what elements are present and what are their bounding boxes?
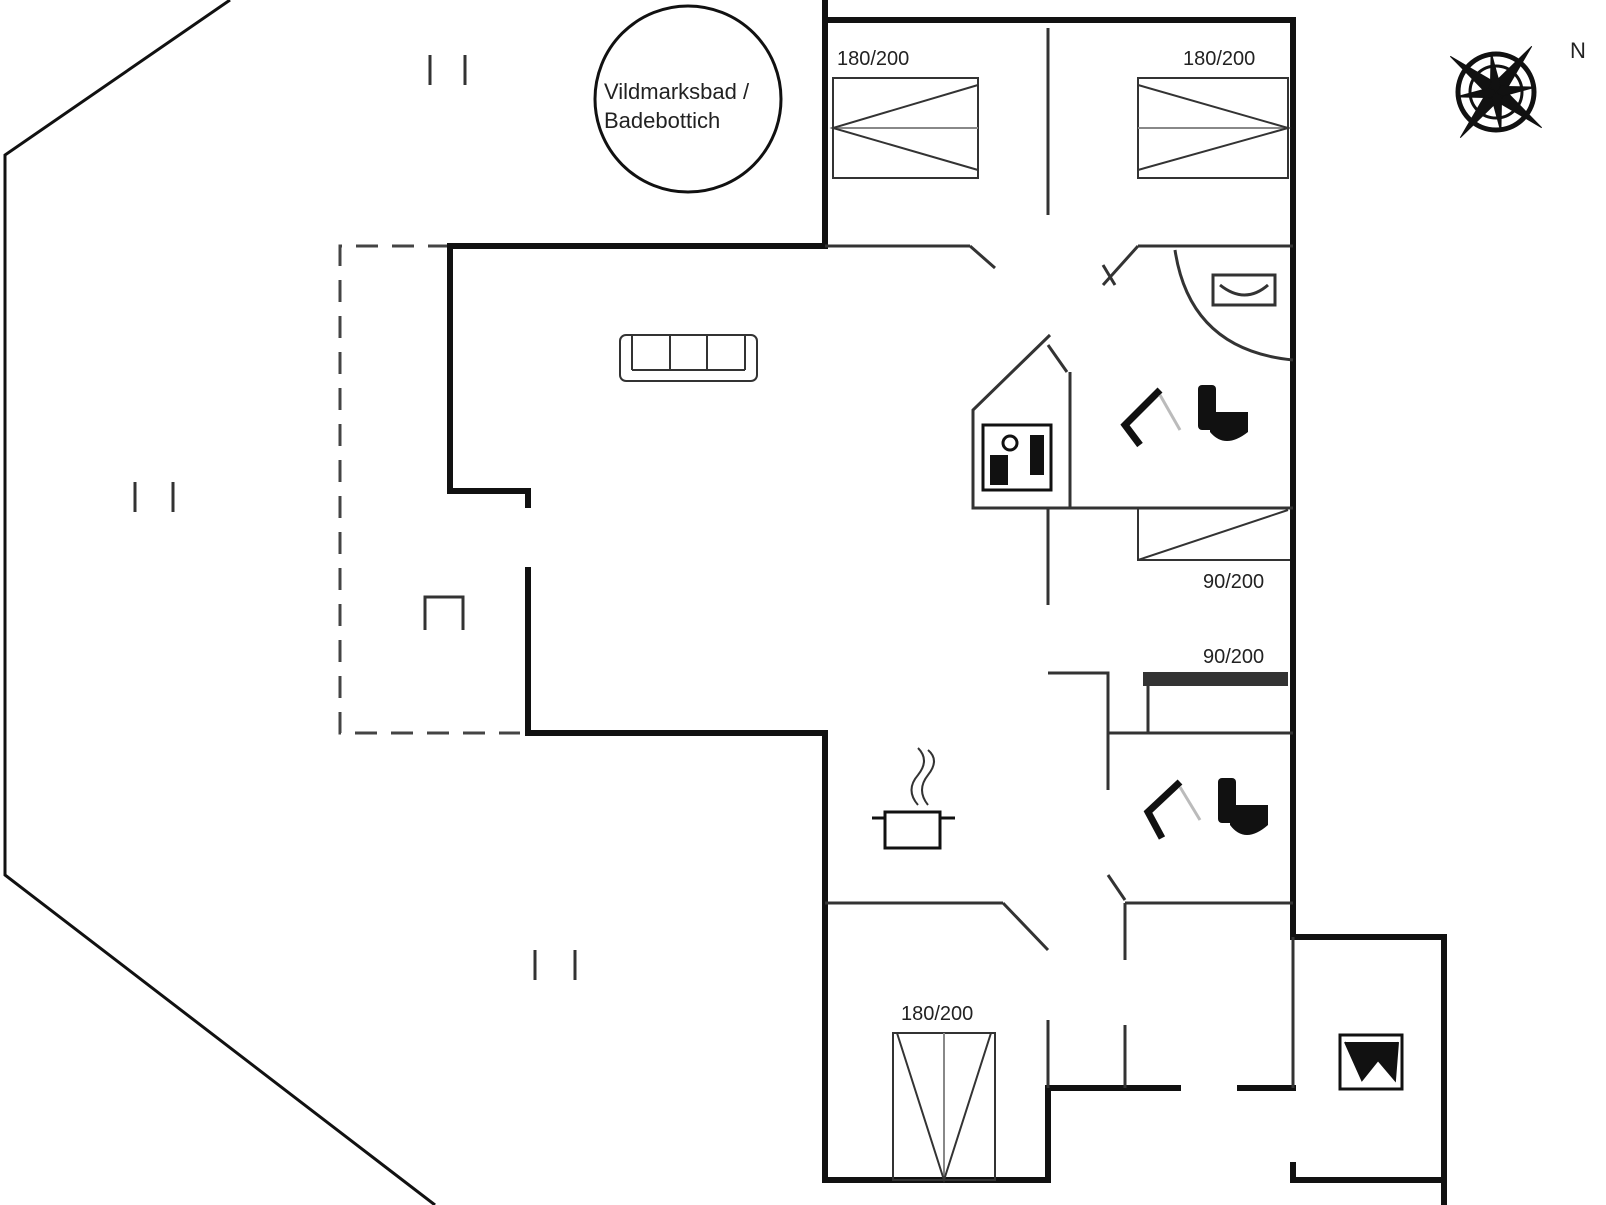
bed-size-label: 90/200 (1203, 646, 1264, 668)
wood-stove-icon (981, 423, 1053, 492)
hot-tub-label-line1: Vildmarksbad / (604, 79, 750, 104)
bed-size-label: 90/200 (1203, 571, 1264, 593)
shower-icon (1143, 779, 1202, 840)
bed: 180/200 (1137, 48, 1292, 179)
shower-icon (1120, 387, 1182, 448)
washbasin-icon (1211, 273, 1277, 307)
hot-tub-label-line2: Badebottich (604, 108, 720, 133)
bed: 180/200 (892, 1003, 996, 1184)
terrace-step (423, 595, 465, 630)
plot-boundary (3, 0, 436, 1205)
bed: 90/200 (1143, 646, 1288, 686)
bed-size-label: 180/200 (1183, 48, 1255, 70)
bed: 90/200 (1137, 508, 1290, 593)
hot-tub: Vildmarksbad / Badebottich (593, 4, 783, 194)
interior-walls (825, 28, 1295, 1088)
bed-size-label: 180/200 (837, 48, 909, 70)
bed: 180/200 (829, 48, 979, 179)
compass-rose-icon (1449, 45, 1543, 139)
shower-enclosure (1173, 249, 1294, 362)
bed-size-label: 180/200 (901, 1003, 973, 1025)
toilet-icon (1218, 778, 1268, 835)
cooking-pot-icon (872, 747, 955, 850)
exterior-walls (447, 0, 1447, 1205)
terrace-marks (133, 55, 577, 980)
sofa-icon (619, 334, 758, 382)
north-label: N (1570, 38, 1586, 63)
covered-terrace-outline (338, 244, 520, 735)
toilet-icon (1198, 385, 1248, 441)
washing-machine-icon (1338, 1033, 1404, 1091)
